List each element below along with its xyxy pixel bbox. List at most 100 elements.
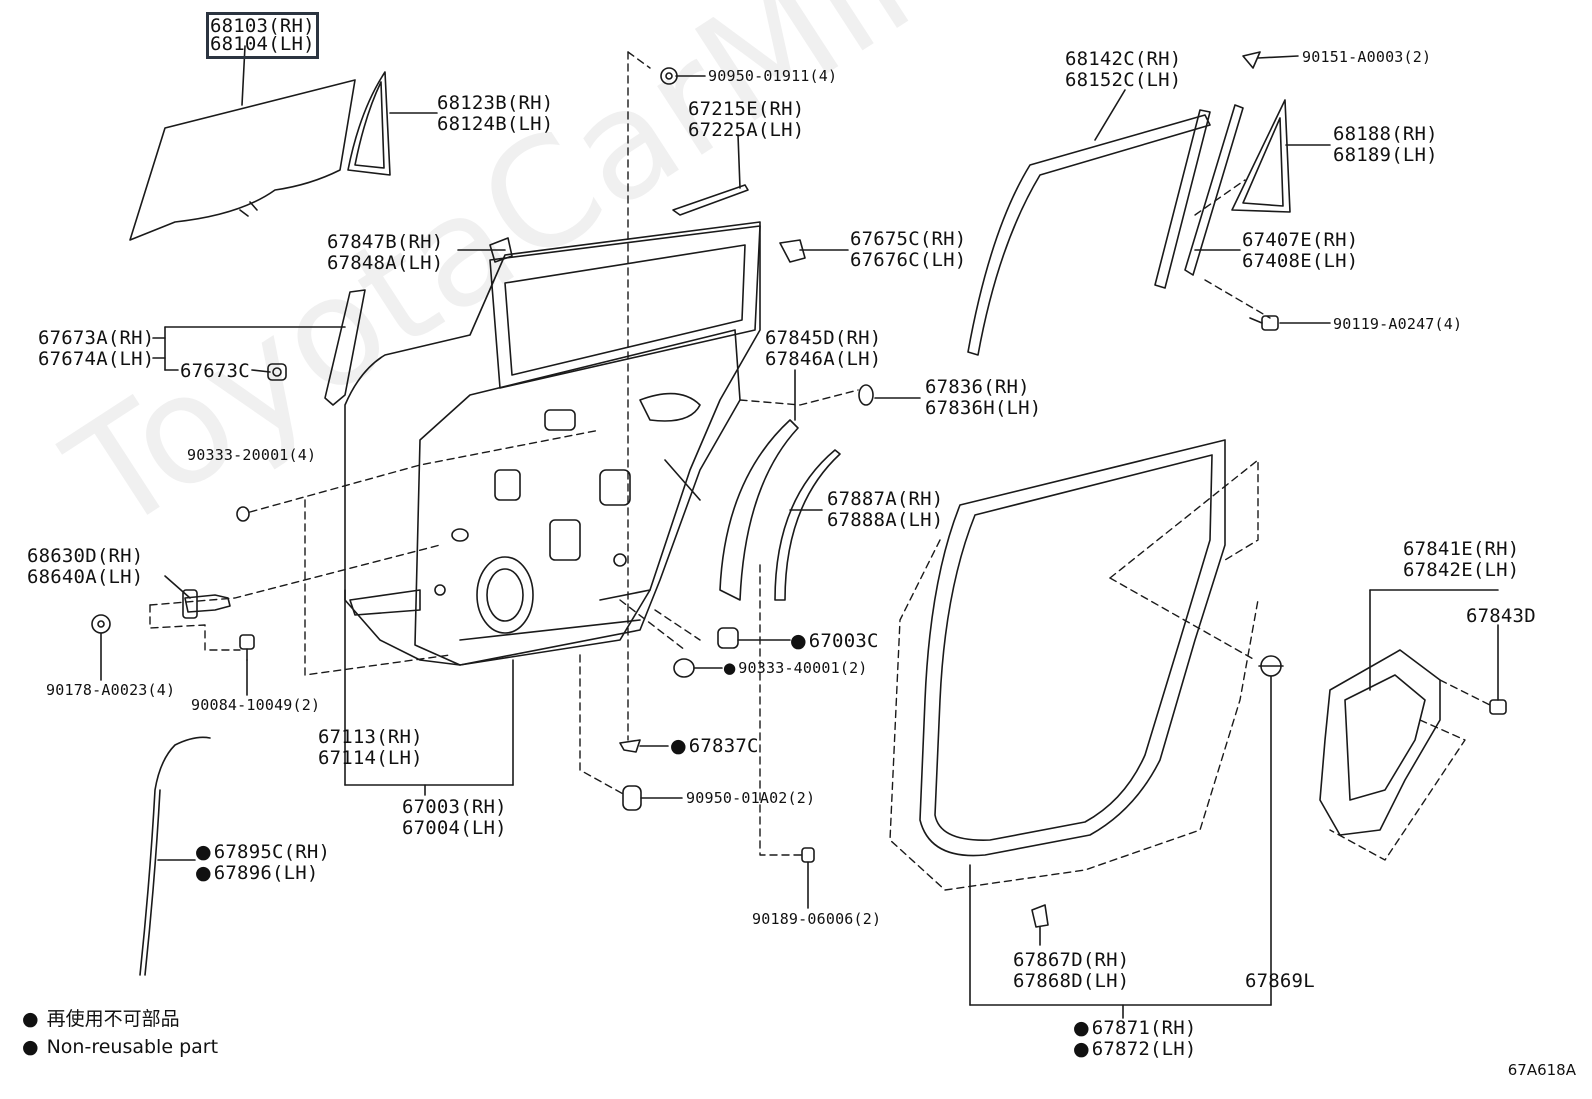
label-68123b-rh: 68123B(RH) bbox=[437, 92, 554, 114]
label-67847b-lh: 67848A(LH) bbox=[327, 252, 444, 274]
label-90333-40001[interactable]: 90333-40001(2) bbox=[723, 660, 868, 677]
garnish-strip-drawing bbox=[324, 289, 366, 406]
hole-plug-drawing bbox=[673, 658, 695, 678]
label-90178-text: 90178-A0023(4) bbox=[46, 681, 176, 699]
sash-channel-drawing bbox=[719, 419, 799, 601]
label-67836[interactable]: 67836(RH) 67836H(LH) bbox=[925, 377, 1041, 419]
label-68188[interactable]: 68188(RH) 68189(LH) bbox=[1333, 124, 1438, 166]
label-67836-rh: 67836(RH) bbox=[925, 376, 1030, 398]
label-67836-lh: 67836H(LH) bbox=[925, 397, 1042, 419]
hole-plug-small-drawing bbox=[236, 506, 250, 522]
label-67871-rh: 67871(RH) bbox=[1073, 1018, 1197, 1039]
door-glass-drawing bbox=[129, 79, 356, 241]
label-67847b[interactable]: 67847B(RH) 67848A(LH) bbox=[327, 232, 443, 274]
label-90151-text: 90151-A0003(2) bbox=[1302, 48, 1432, 66]
label-68630d-lh: 68640A(LH) bbox=[27, 566, 144, 588]
label-67845d[interactable]: 67845D(RH) 67846A(LH) bbox=[765, 328, 881, 370]
run-channel-drawing bbox=[967, 114, 1211, 356]
grommet-bottom-drawing bbox=[622, 785, 642, 811]
label-67113-rh: 67113(RH) bbox=[318, 726, 423, 748]
label-67673c-text: 67673C bbox=[180, 360, 250, 382]
label-67407e-lh: 67408E(LH) bbox=[1242, 250, 1359, 272]
label-67841e[interactable]: 67841E(RH) 67842E(LH) bbox=[1403, 539, 1519, 581]
quarter-glass-drawing bbox=[347, 71, 391, 176]
label-90333-20001[interactable]: 90333-20001(4) bbox=[187, 447, 316, 464]
nut-drawing bbox=[801, 847, 815, 863]
label-67407e-rh: 67407E(RH) bbox=[1242, 229, 1359, 251]
label-67113[interactable]: 67113(RH) 67114(LH) bbox=[318, 727, 423, 769]
bolt-drawing bbox=[1249, 315, 1279, 331]
label-68103[interactable]: 68103(RH) 68104(LH) bbox=[206, 12, 319, 59]
label-68630d[interactable]: 68630D(RH) 68640A(LH) bbox=[27, 546, 143, 588]
label-67895c-rh: 67895C(RH) bbox=[195, 842, 330, 863]
door-weatherstrip-drawing bbox=[919, 439, 1226, 857]
label-90178[interactable]: 90178-A0023(4) bbox=[46, 682, 175, 699]
label-67673a[interactable]: 67673A(RH) 67674A(LH) bbox=[38, 328, 154, 370]
label-68630d-rh: 68630D(RH) bbox=[27, 545, 144, 567]
label-68142c-rh: 68142C(RH) bbox=[1065, 48, 1182, 70]
label-90950-01911-text: 90950-01911(4) bbox=[708, 67, 838, 85]
label-67113-lh: 67114(LH) bbox=[318, 747, 423, 769]
label-68103-lh: 68104(LH) bbox=[210, 33, 315, 55]
label-68188-lh: 68189(LH) bbox=[1333, 144, 1438, 166]
label-90151[interactable]: 90151-A0003(2) bbox=[1302, 49, 1431, 66]
screw-67843d-drawing bbox=[1489, 699, 1507, 715]
screw-top-drawing bbox=[1242, 51, 1261, 69]
cap-67836-drawing bbox=[858, 384, 874, 406]
label-68103-rh: 68103(RH) bbox=[210, 15, 315, 37]
label-67675c-rh: 67675C(RH) bbox=[850, 228, 967, 250]
window-channel-drawing bbox=[672, 184, 749, 216]
label-90950-01a02-text: 90950-01A02(2) bbox=[686, 789, 816, 807]
label-67887a-lh: 67888A(LH) bbox=[827, 509, 944, 531]
label-67869l-text: 67869L bbox=[1245, 970, 1315, 992]
division-bar-drawing bbox=[1154, 109, 1211, 289]
label-67867d[interactable]: 67867D(RH) 67868D(LH) bbox=[1013, 950, 1129, 992]
label-90084[interactable]: 90084-10049(2) bbox=[191, 697, 320, 714]
label-68142c[interactable]: 68142C(RH) 68152C(LH) bbox=[1065, 49, 1181, 91]
bracket-drawing bbox=[489, 237, 513, 263]
weatherstrip-curve-drawing bbox=[774, 449, 841, 601]
label-67845d-lh: 67846A(LH) bbox=[765, 348, 882, 370]
label-67871-lh: 67872(LH) bbox=[1073, 1039, 1197, 1060]
label-67003[interactable]: 67003(RH) 67004(LH) bbox=[402, 797, 507, 839]
label-67215e[interactable]: 67215E(RH) 67225A(LH) bbox=[688, 99, 804, 141]
door-check-drawing bbox=[182, 589, 231, 619]
legend-jp: 再使用不可部品 bbox=[22, 1005, 218, 1033]
label-90950-01a02[interactable]: 90950-01A02(2) bbox=[686, 790, 815, 807]
label-90950-01911[interactable]: 90950-01911(4) bbox=[708, 68, 837, 85]
label-67847b-rh: 67847B(RH) bbox=[327, 231, 444, 253]
cable-drawing bbox=[139, 736, 211, 976]
label-67871[interactable]: 67871(RH) 67872(LH) bbox=[1073, 1018, 1197, 1060]
label-67673c[interactable]: 67673C bbox=[180, 361, 250, 382]
label-67895c[interactable]: 67895C(RH) 67896(LH) bbox=[195, 842, 330, 884]
label-67837c[interactable]: 67837C bbox=[670, 736, 759, 757]
label-67673a-rh: 67673A(RH) bbox=[38, 327, 155, 349]
label-67675c[interactable]: 67675C(RH) 67676C(LH) bbox=[850, 229, 966, 271]
clip-67837c-drawing bbox=[619, 739, 641, 753]
label-90189[interactable]: 90189-06006(2) bbox=[752, 911, 881, 928]
label-67003c-text: 67003C bbox=[790, 631, 879, 652]
label-90189-text: 90189-06006(2) bbox=[752, 910, 882, 928]
clip-drawing bbox=[779, 239, 806, 263]
label-67841e-rh: 67841E(RH) bbox=[1403, 538, 1520, 560]
label-67407e[interactable]: 67407E(RH) 67408E(LH) bbox=[1242, 230, 1358, 272]
label-67887a[interactable]: 67887A(RH) 67888A(LH) bbox=[827, 489, 943, 531]
door-panel-drawing bbox=[344, 221, 761, 666]
label-67869l[interactable]: 67869L bbox=[1245, 971, 1315, 992]
clip-67869l-drawing bbox=[1258, 655, 1284, 677]
label-67215e-lh: 67225A(LH) bbox=[688, 119, 805, 141]
label-67845d-rh: 67845D(RH) bbox=[765, 327, 882, 349]
label-67867d-lh: 67868D(LH) bbox=[1013, 970, 1130, 992]
door-lock-drawing bbox=[1319, 649, 1441, 836]
label-90119[interactable]: 90119-A0247(4) bbox=[1333, 316, 1462, 333]
label-67673a-lh: 67674A(LH) bbox=[38, 348, 155, 370]
label-67837c-text: 67837C bbox=[670, 736, 759, 757]
label-67843d[interactable]: 67843D bbox=[1466, 606, 1536, 627]
legend-en: Non-reusable part bbox=[22, 1033, 218, 1061]
label-90084-text: 90084-10049(2) bbox=[191, 696, 321, 714]
label-67867d-rh: 67867D(RH) bbox=[1013, 949, 1130, 971]
legend: 再使用不可部品 Non-reusable part bbox=[22, 1005, 218, 1061]
label-68123b[interactable]: 68123B(RH) 68124B(LH) bbox=[437, 93, 553, 135]
diagram-code: 67A618A bbox=[1507, 1061, 1576, 1079]
label-67003c[interactable]: 67003C bbox=[790, 631, 879, 652]
